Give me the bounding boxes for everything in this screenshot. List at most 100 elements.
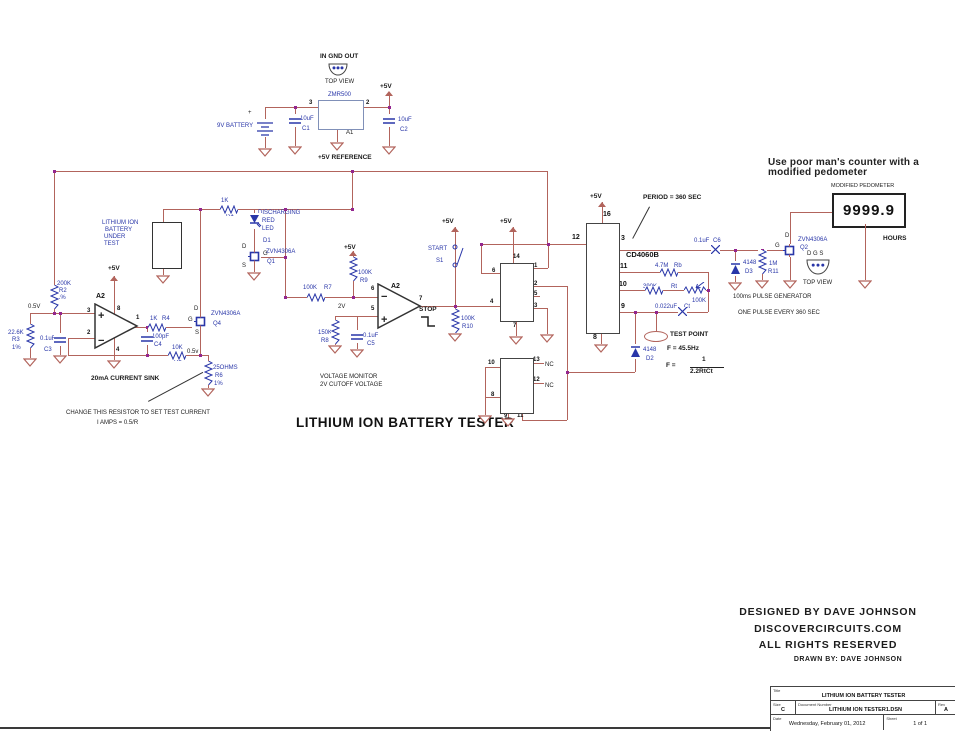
wire — [547, 308, 548, 334]
junction-dot — [283, 255, 287, 259]
power-5v-arrow-icon — [509, 227, 517, 232]
label-5v: +5V — [442, 218, 454, 225]
junction-dot — [479, 242, 483, 246]
label-r6: R6 — [215, 373, 223, 379]
label-14: 14 — [513, 254, 520, 260]
capacitor-symbol — [54, 333, 66, 346]
wire — [567, 372, 635, 373]
label-8: 8 — [593, 334, 597, 341]
wire — [532, 268, 548, 269]
titleblock-date: Wednesday, February 01, 2012 — [788, 721, 866, 727]
test-point-oval — [644, 331, 668, 342]
resistor-symbol — [659, 267, 679, 278]
resistor-symbol — [219, 204, 239, 215]
label-test: TEST — [104, 241, 120, 247]
ground-icon — [200, 388, 216, 397]
label-5v-reference: +5V REFERENCE — [318, 154, 372, 161]
label-in-gnd-out: IN GND OUT — [320, 53, 359, 60]
label-11: 11 — [517, 413, 524, 419]
wire — [254, 209, 255, 272]
label-4-7m: 4.7M — [655, 263, 669, 269]
resistor-symbol — [25, 323, 36, 349]
label-modified-pedometer: modified pedometer — [768, 167, 868, 178]
annotation-line — [632, 206, 650, 239]
label-5: 5 — [534, 291, 538, 297]
mosfet-symbol — [194, 315, 207, 328]
label-top-view: TOP VIEW — [325, 79, 355, 85]
ground-icon — [857, 280, 873, 289]
wire — [567, 286, 568, 420]
label-8: 8 — [117, 306, 121, 312]
to92-package-icon — [328, 62, 348, 76]
wire — [352, 171, 353, 209]
ground-icon — [381, 146, 397, 155]
ground-icon — [500, 418, 516, 427]
ground-icon — [782, 280, 798, 289]
battery-under-test-box — [152, 222, 182, 269]
label-: + — [248, 110, 252, 116]
wire — [790, 212, 832, 213]
label-100k: 100K — [461, 316, 476, 322]
titleblock-size: C — [781, 707, 785, 713]
label-led: LED — [262, 226, 274, 232]
zmr500-regulator-box — [318, 100, 364, 130]
label-8: 8 — [491, 392, 495, 398]
label-10uf: 10uF — [300, 116, 314, 122]
ground-icon — [106, 360, 122, 369]
label-use-poor-man-s-counter-with-a: Use poor man's counter with a — [768, 157, 919, 168]
ground-icon — [327, 345, 343, 354]
power-5v-arrow-icon — [349, 251, 357, 256]
stop-waveform-icon — [420, 315, 436, 329]
opamp-symbol: +− — [94, 302, 139, 351]
label-zvn4306a: ZVN4306A — [266, 249, 296, 255]
wire — [54, 171, 548, 172]
label-lithium-ion: LITHIUM ION — [102, 220, 139, 226]
junction-dot — [565, 370, 569, 374]
label-1: 1 — [136, 315, 140, 321]
wire — [163, 210, 164, 222]
label-3: 3 — [87, 308, 91, 314]
label-q2: Q2 — [800, 245, 809, 251]
led-icon — [248, 213, 262, 229]
wire — [54, 171, 55, 313]
label-10uf: 10uF — [398, 117, 412, 123]
label-hours: HOURS — [883, 235, 907, 242]
wire — [532, 308, 547, 309]
titleblock-sheet: 1 of 1 — [913, 721, 928, 727]
junction-dot — [350, 169, 354, 173]
pedometer-display: 9999.9 — [832, 193, 906, 228]
label-a2: A2 — [391, 283, 400, 290]
wire — [485, 367, 500, 368]
label-200k: 200K — [57, 281, 72, 287]
battery-symbol — [257, 119, 273, 137]
power-5v-arrow-icon — [110, 276, 118, 281]
resistor-symbol — [450, 308, 461, 334]
pedometer-value: 9999.9 — [843, 202, 895, 219]
wire — [481, 273, 500, 274]
ground-icon — [287, 146, 303, 155]
ground-icon — [246, 272, 262, 281]
wire — [114, 276, 115, 314]
wire — [265, 107, 318, 108]
label-rt: Rt — [671, 284, 677, 290]
label-top-view: TOP VIEW — [803, 280, 833, 286]
wire — [635, 312, 636, 372]
label-2: 2 — [534, 281, 538, 287]
label-5v: +5V — [344, 244, 356, 251]
title-block: Title LITHIUM ION BATTERY TESTER Size C … — [770, 686, 955, 731]
junction-dot — [387, 105, 391, 109]
titleblock-size-label: Size — [773, 702, 781, 707]
junction-dot — [654, 310, 658, 314]
power-5v-arrow-icon — [598, 202, 606, 207]
label-4: 4 — [490, 299, 494, 305]
label-c6: C6 — [713, 238, 721, 244]
label-r3: R3 — [12, 337, 20, 343]
label-10: 10 — [488, 360, 495, 366]
wire — [163, 209, 353, 210]
junction-dot — [633, 310, 637, 314]
label-d2: D2 — [646, 356, 654, 362]
mosfet-symbol — [783, 244, 796, 257]
label-2v: 2V — [338, 304, 346, 310]
junction-dot — [198, 207, 202, 211]
